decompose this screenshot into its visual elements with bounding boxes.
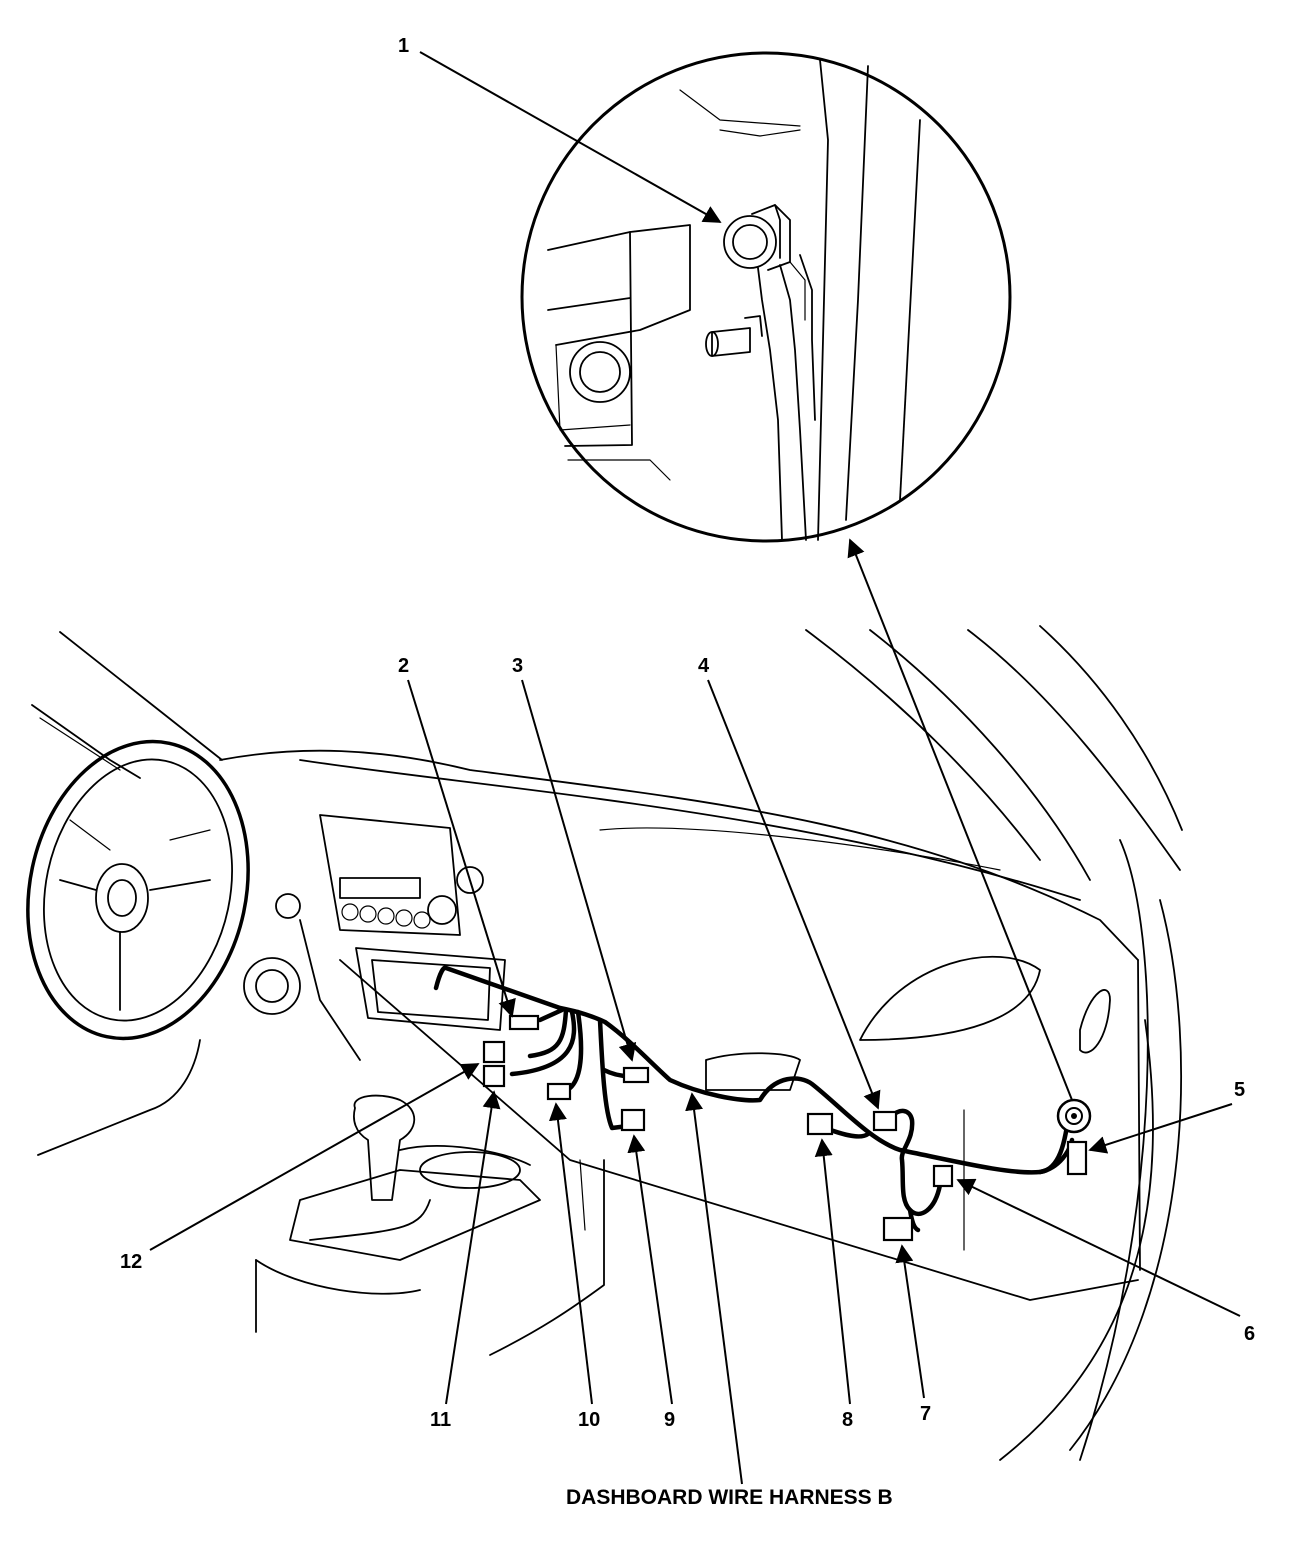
callout-9: 9 <box>664 1409 675 1431</box>
connector-10 <box>546 1082 572 1101</box>
callout-5: 5 <box>1234 1079 1245 1101</box>
connector-11 <box>482 1064 506 1088</box>
connector-7 <box>882 1216 914 1242</box>
connector-6 <box>932 1164 954 1188</box>
callout-8: 8 <box>842 1409 853 1431</box>
callout-1: 1 <box>398 35 409 57</box>
connector-2 <box>508 1014 540 1031</box>
inset-structure <box>547 59 921 541</box>
callout-10: 10 <box>578 1409 600 1431</box>
connector-8 <box>806 1112 834 1136</box>
inset-circle <box>520 51 1012 543</box>
callout-labels: 1 2 3 4 5 6 7 8 9 10 11 12 <box>120 35 1255 1431</box>
diagram-caption: DASHBOARD WIRE HARNESS B <box>566 1486 893 1509</box>
connector-4 <box>872 1110 898 1132</box>
connector-12 <box>482 1040 506 1064</box>
connector-9 <box>620 1108 646 1132</box>
vehicle-interior <box>26 625 1183 1461</box>
dashboard-wire-harness <box>433 965 1092 1242</box>
callout-7: 7 <box>920 1403 931 1425</box>
steering-wheel <box>26 739 250 1041</box>
connector-3 <box>622 1066 650 1084</box>
detail-inset <box>520 51 1012 543</box>
callout-6: 6 <box>1244 1323 1255 1345</box>
callout-2: 2 <box>398 655 409 677</box>
callout-12: 12 <box>120 1251 142 1273</box>
callout-3: 3 <box>512 655 523 677</box>
leader-lines <box>149 51 1241 1485</box>
gear-shifter <box>255 1094 541 1333</box>
callout-11: 11 <box>430 1409 451 1431</box>
connector-5 <box>1066 1140 1088 1176</box>
callout-4: 4 <box>698 655 710 677</box>
